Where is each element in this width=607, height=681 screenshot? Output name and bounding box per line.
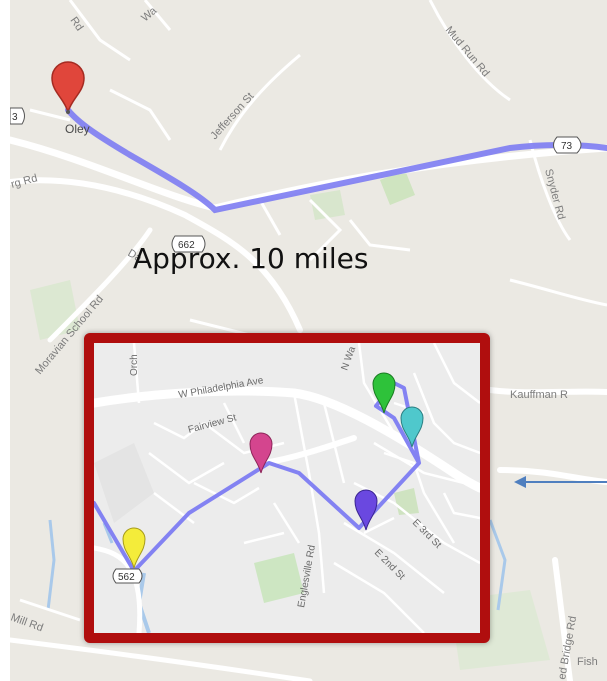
green-map-marker[interactable] [372,372,396,414]
road-label: Jefferson St [208,91,256,143]
road-label: ed Bridge Rd [556,615,579,680]
street-label: Orch [129,354,140,376]
inset-map-canvas: W Philadelphia Ave Fairview St Orch N Wa… [94,343,480,633]
road-label: Wa [139,4,160,24]
callout-arrow [514,476,607,488]
land-area [94,443,154,523]
road-label: Fish [577,656,598,668]
red-map-marker[interactable] [51,61,85,115]
purple-map-marker[interactable] [354,489,378,531]
svg-text:662: 662 [178,240,195,251]
town-label: Oley [65,122,90,136]
road-label: Mud Run Rd [443,24,492,79]
road-label: Kauffman R [510,389,568,401]
svg-text:73: 73 [561,141,573,152]
major-roads [94,386,480,633]
stream [488,519,507,611]
park-area [310,190,345,220]
svg-text:3: 3 [12,112,18,123]
teal-map-marker[interactable] [400,406,424,448]
park-area [380,170,415,205]
route-shield: 562 [112,568,143,584]
road-label: rg Rd [10,172,39,191]
inset-map[interactable]: W Philadelphia Ave Fairview St Orch N Wa… [84,333,490,643]
route-shield: 662 [171,235,206,253]
road-label: Mill Rd [10,612,45,635]
distance-annotation: Approx. 10 miles [133,242,369,275]
stream [46,519,56,611]
route-line [65,107,607,214]
park-area [254,553,304,603]
yellow-map-marker[interactable] [122,527,146,569]
route-line [94,381,421,573]
stream [102,522,114,544]
route-shield: 3 [10,107,25,125]
pink-map-marker[interactable] [249,432,273,474]
route-shield: 73 [553,136,582,154]
minor-roads [19,0,607,622]
main-map-canvas: Rd Wa Mud Run Rd Jefferson St Snyder Rd … [10,0,607,681]
street-grid [132,343,480,633]
svg-text:562: 562 [118,572,135,583]
